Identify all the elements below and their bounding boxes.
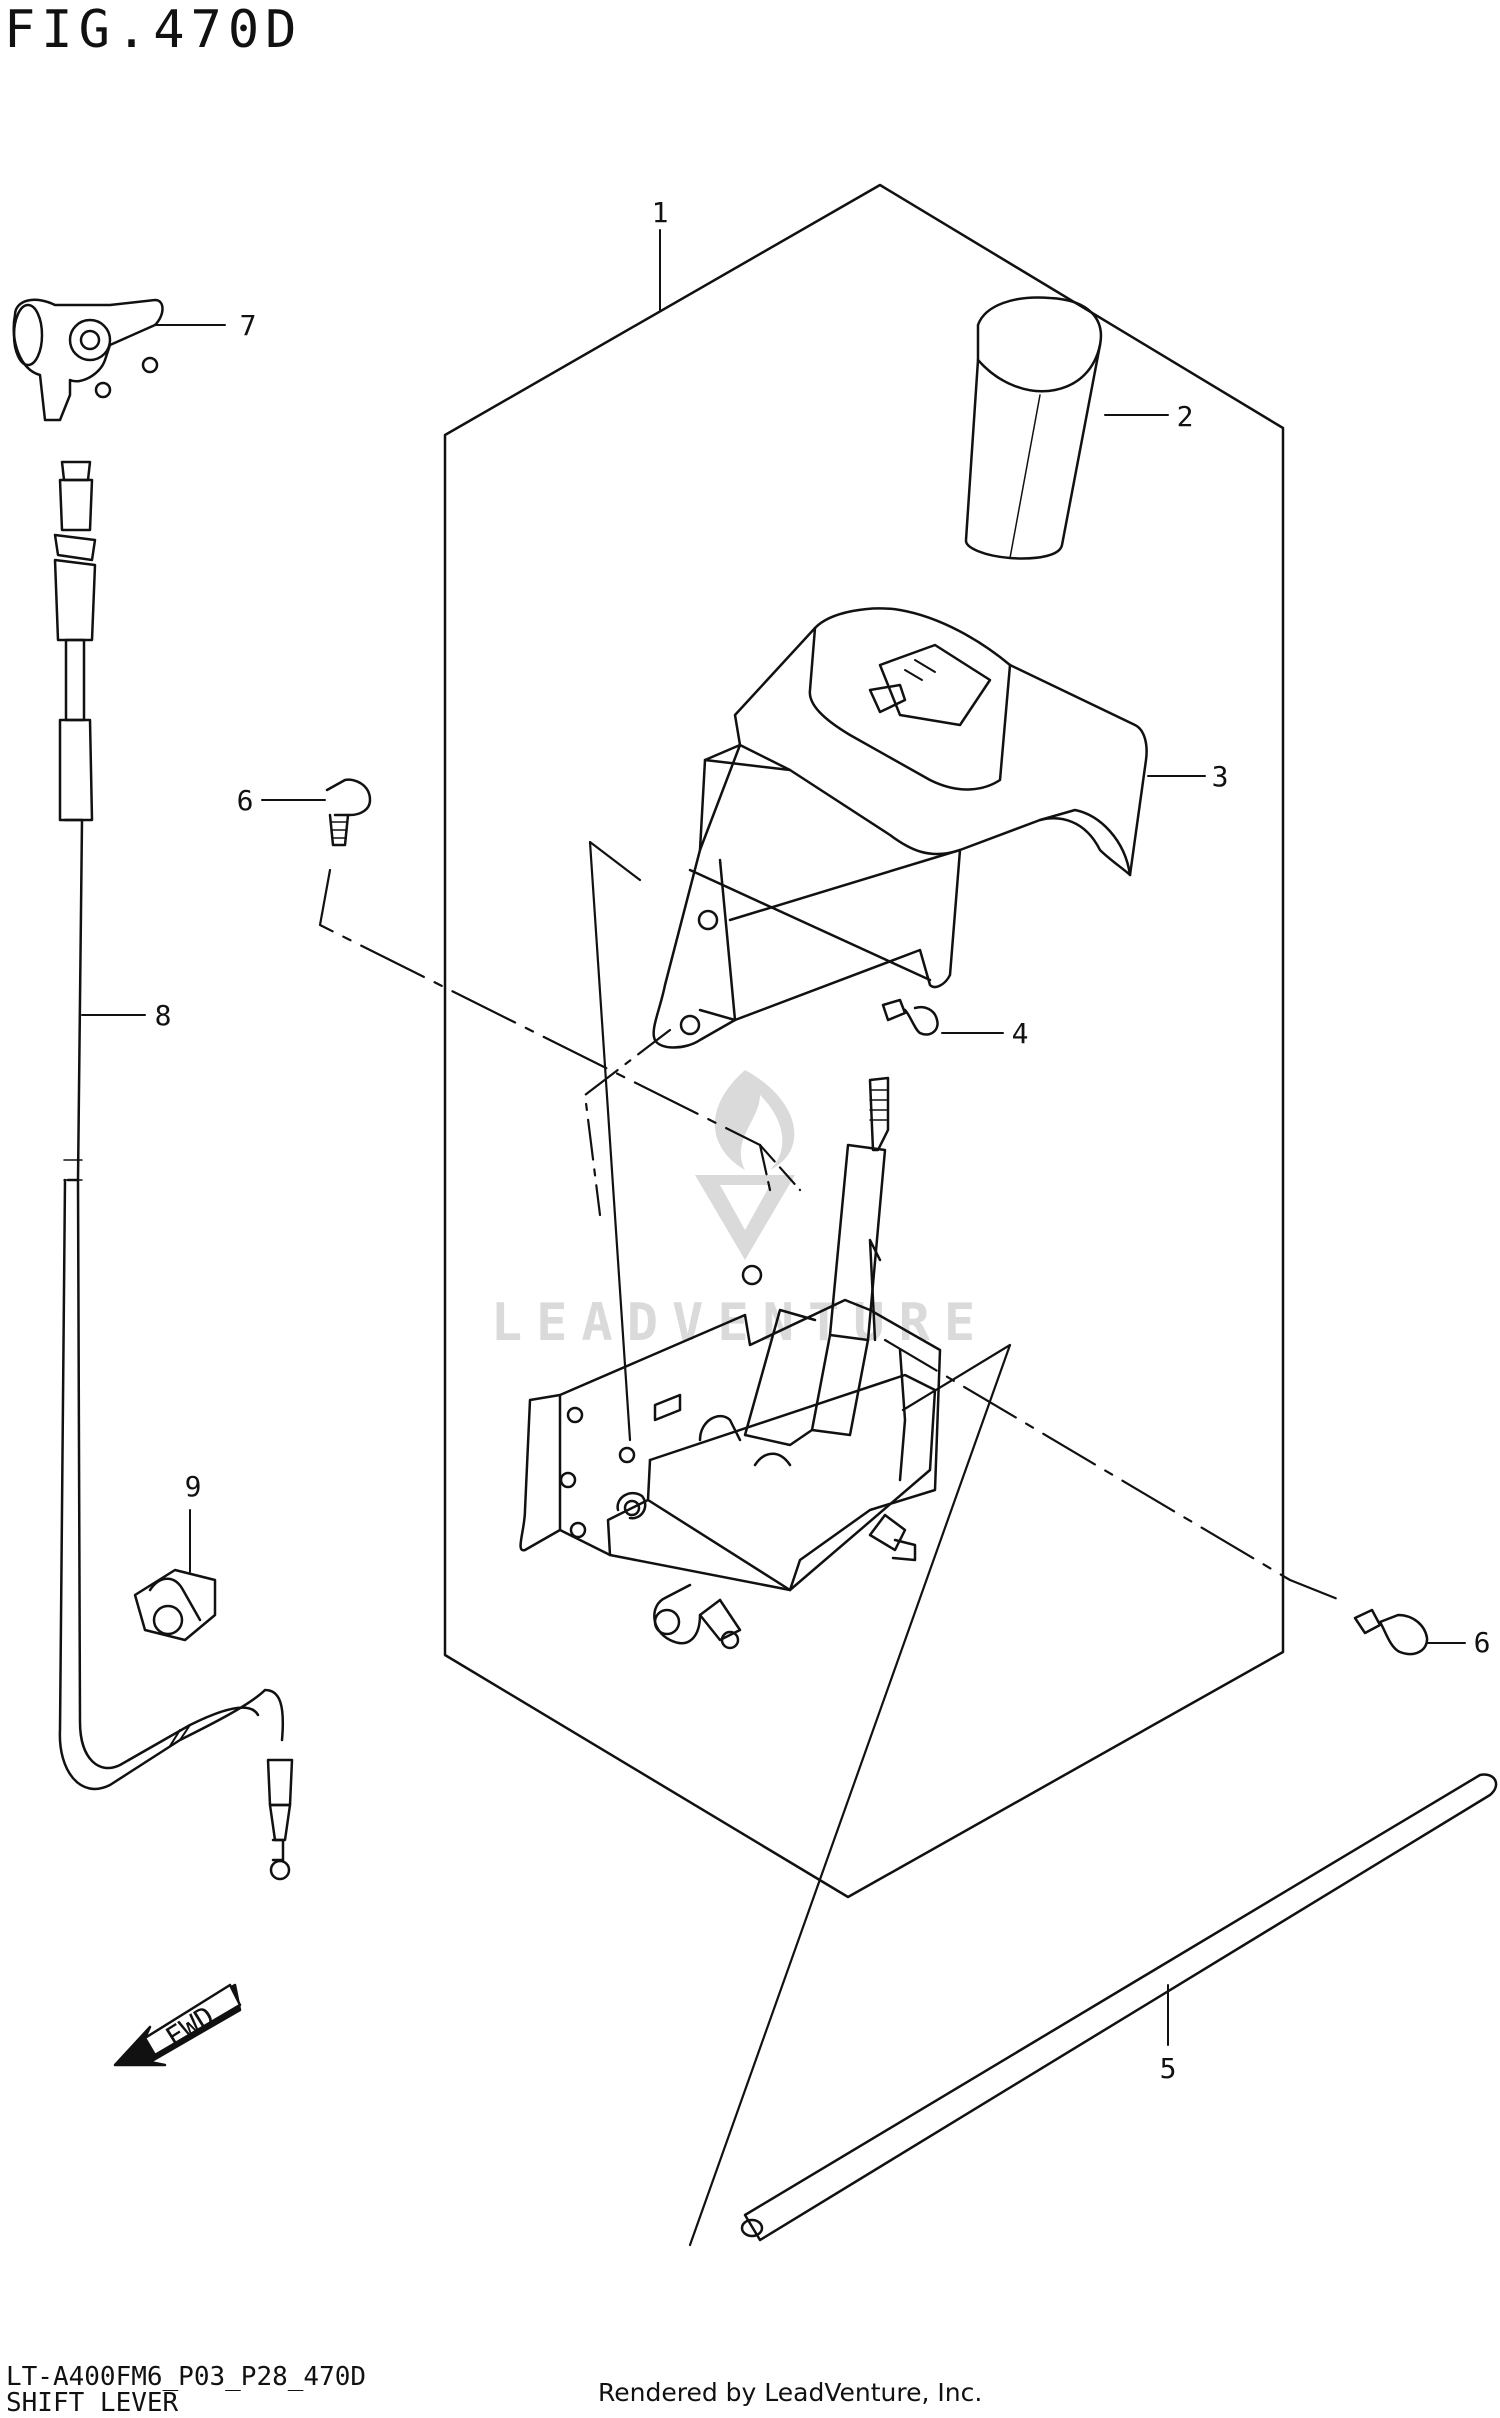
callout-labels: 1 2 3 4 5 6 6 7 8 9 — [155, 196, 1491, 2085]
callout-5: 5 — [1160, 2052, 1177, 2085]
watermark-text: LEADVENTURE — [491, 1293, 989, 1353]
model-code: LT-A400FM6_P03_P28_470D — [6, 2362, 367, 2392]
figure-title: FIG.470D — [4, 0, 303, 60]
kit-outline-box — [443, 183, 1285, 1899]
section-name: SHIFT LEVER — [6, 2388, 179, 2418]
part-6-bolt-top — [325, 778, 372, 847]
assembly-guide-lines — [318, 840, 1342, 2247]
watermark: LEADVENTURE — [491, 1070, 989, 1353]
callout-leaders — [81, 229, 1466, 2046]
part-4-bolt — [881, 998, 939, 1036]
callout-1: 1 — [652, 196, 669, 229]
part-9-clamp — [133, 1568, 217, 1642]
fwd-arrow-icon — [113, 1983, 242, 2067]
callout-9: 9 — [185, 1470, 202, 1503]
callout-6-right: 6 — [1474, 1626, 1491, 1659]
callout-6-top: 6 — [237, 784, 254, 817]
callout-2: 2 — [1177, 400, 1194, 433]
part-2-shift-knob — [964, 296, 1103, 560]
callout-3: 3 — [1212, 760, 1229, 793]
shift-lever-assembly — [519, 1076, 942, 1650]
callout-8: 8 — [155, 999, 172, 1032]
render-credit: Rendered by LeadVenture, Inc. — [598, 2378, 983, 2407]
callout-4: 4 — [1012, 1017, 1029, 1050]
part-7-cable-connector — [12, 298, 164, 422]
part-3-lever-cover — [652, 607, 1148, 1049]
part-8-cable — [53, 460, 294, 1881]
watermark-flame-icon — [714, 1070, 795, 1170]
watermark-v-icon — [695, 1175, 795, 1260]
callout-7: 7 — [240, 309, 257, 342]
part-5-rod — [740, 1773, 1498, 2242]
part-6-bolt-right — [1353, 1608, 1429, 1656]
